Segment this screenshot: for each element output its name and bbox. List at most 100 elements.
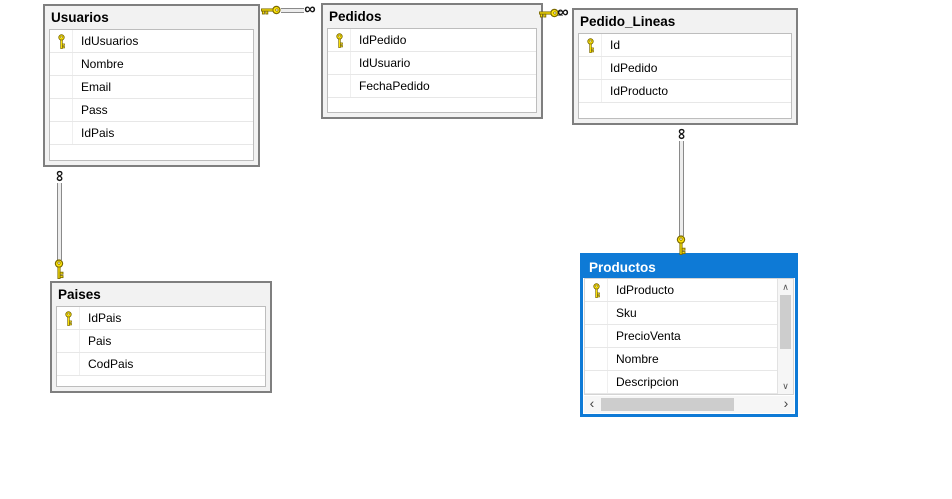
row-pass[interactable]: Pass bbox=[50, 99, 253, 122]
row-id[interactable]: Id bbox=[579, 34, 791, 57]
key-cell-empty bbox=[579, 80, 602, 102]
row-codpais[interactable]: CodPais bbox=[57, 353, 265, 376]
many-side-infinity-icon[interactable]: ∞ bbox=[51, 170, 68, 182]
row-idusuario[interactable]: IdUsuario bbox=[328, 52, 536, 75]
key-icon bbox=[539, 8, 559, 18]
primary-key-icon bbox=[328, 29, 351, 51]
row-fechapedido[interactable]: FechaPedido bbox=[328, 75, 536, 98]
column-name: Pass bbox=[81, 103, 108, 117]
table-title: Pedidos bbox=[329, 9, 382, 24]
row-sku[interactable]: Sku bbox=[585, 302, 777, 325]
table-title: Usuarios bbox=[51, 10, 109, 25]
column-name: IdUsuarios bbox=[81, 34, 139, 48]
key-cell-empty bbox=[50, 99, 73, 121]
vertical-scroll-thumb[interactable] bbox=[780, 295, 791, 349]
scroll-up-button[interactable]: ∧ bbox=[782, 282, 789, 292]
column-name: IdPedido bbox=[610, 61, 658, 75]
key-cell-empty bbox=[585, 325, 608, 347]
key-icon bbox=[592, 282, 600, 298]
column-name: IdPedido bbox=[359, 33, 407, 47]
row-idpedido[interactable]: IdPedido bbox=[579, 57, 791, 80]
many-side-infinity-icon[interactable]: ∞ bbox=[304, 1, 316, 18]
many-side-infinity-icon[interactable]: ∞ bbox=[557, 4, 569, 21]
row-nombre[interactable]: Nombre bbox=[50, 53, 253, 76]
table-title: Pedido_Lineas bbox=[580, 14, 676, 29]
table-header-paises[interactable]: Paises bbox=[52, 283, 270, 305]
key-cell-empty bbox=[328, 52, 351, 74]
row-precioventa[interactable]: PrecioVenta bbox=[585, 325, 777, 348]
many-side-infinity-icon[interactable]: ∞ bbox=[673, 128, 690, 140]
column-name: Id bbox=[610, 38, 621, 52]
row-email[interactable]: Email bbox=[50, 76, 253, 99]
key-cell-empty bbox=[57, 353, 80, 375]
one-side-key-icon[interactable] bbox=[53, 259, 65, 279]
primary-key-icon bbox=[579, 34, 602, 56]
key-cell-empty bbox=[50, 122, 73, 144]
key-icon bbox=[335, 32, 343, 48]
column-name: IdProducto bbox=[610, 84, 669, 98]
key-cell-empty bbox=[328, 75, 351, 97]
relationship-line-productos-pedido_lineas[interactable] bbox=[679, 141, 684, 236]
column-name: Sku bbox=[616, 306, 637, 320]
key-icon bbox=[261, 5, 281, 15]
row-pais[interactable]: Pais bbox=[57, 330, 265, 353]
one-side-key-icon[interactable] bbox=[675, 235, 687, 255]
key-icon bbox=[676, 235, 686, 255]
key-icon bbox=[586, 37, 594, 53]
key-cell-empty bbox=[585, 371, 608, 393]
key-cell-empty bbox=[57, 330, 80, 352]
horizontal-scrollbar[interactable]: ‹› bbox=[584, 396, 794, 413]
column-name: FechaPedido bbox=[359, 79, 430, 93]
scroll-down-button[interactable]: ∨ bbox=[782, 381, 789, 391]
scroll-left-button[interactable]: ‹ bbox=[589, 395, 595, 411]
one-side-key-icon[interactable] bbox=[261, 4, 281, 16]
row-idproducto[interactable]: IdProducto bbox=[579, 80, 791, 103]
column-name: IdUsuario bbox=[359, 56, 411, 70]
key-icon bbox=[57, 33, 65, 49]
key-cell-empty bbox=[585, 348, 608, 370]
row-idpais[interactable]: IdPais bbox=[57, 307, 265, 330]
row-idproducto[interactable]: IdProducto bbox=[585, 279, 777, 302]
scroll-right-button[interactable]: › bbox=[783, 395, 789, 411]
key-cell-empty bbox=[50, 76, 73, 98]
table-header-usuarios[interactable]: Usuarios bbox=[45, 6, 258, 28]
vertical-scrollbar[interactable]: ∧∨ bbox=[777, 279, 793, 394]
relationship-line-usuarios-pedidos[interactable] bbox=[281, 8, 304, 13]
table-title: Paises bbox=[58, 287, 101, 302]
primary-key-icon bbox=[585, 279, 608, 301]
one-side-key-icon[interactable] bbox=[539, 7, 559, 19]
row-nombre[interactable]: Nombre bbox=[585, 348, 777, 371]
key-cell-empty bbox=[50, 53, 73, 75]
horizontal-scroll-thumb[interactable] bbox=[601, 398, 734, 411]
column-name: Email bbox=[81, 80, 112, 94]
column-name: Nombre bbox=[616, 352, 659, 366]
column-name: IdPais bbox=[88, 311, 122, 325]
column-name: IdPais bbox=[81, 126, 115, 140]
key-cell-empty bbox=[585, 302, 608, 324]
column-name: CodPais bbox=[88, 357, 134, 371]
column-name: Nombre bbox=[81, 57, 124, 71]
row-idpedido[interactable]: IdPedido bbox=[328, 29, 536, 52]
table-header-productos[interactable]: Productos bbox=[583, 256, 795, 278]
table-header-pedido_lineas[interactable]: Pedido_Lineas bbox=[574, 10, 796, 32]
row-descripcion[interactable]: Descripcion bbox=[585, 371, 777, 394]
primary-key-icon bbox=[50, 30, 73, 52]
relationship-line-paises-usuarios[interactable] bbox=[57, 183, 62, 260]
row-idusuarios[interactable]: IdUsuarios bbox=[50, 30, 253, 53]
row-idpais[interactable]: IdPais bbox=[50, 122, 253, 145]
table-header-pedidos[interactable]: Pedidos bbox=[323, 5, 541, 27]
